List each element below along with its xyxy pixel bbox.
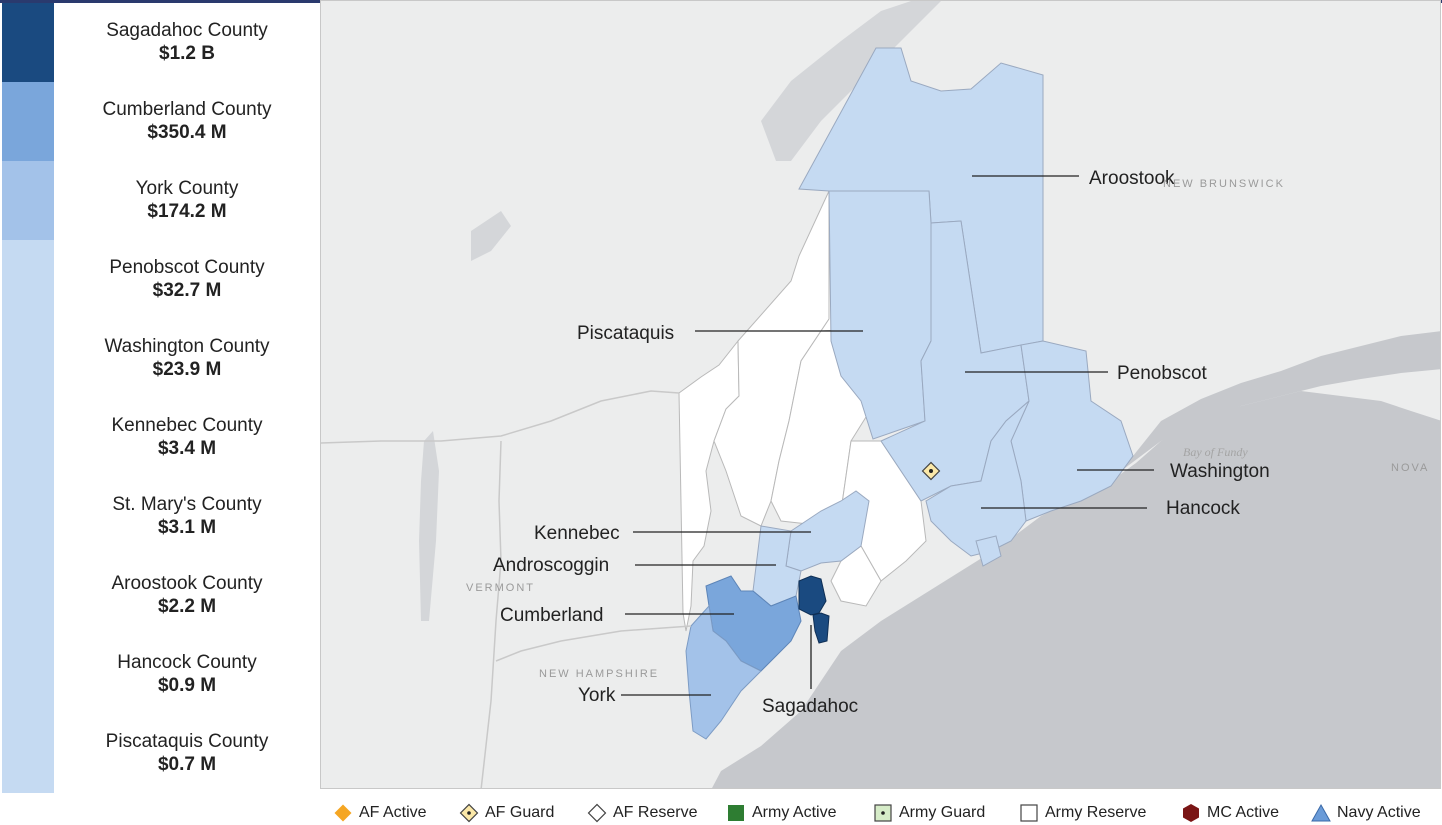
county-name: Piscataquis County <box>105 731 269 752</box>
orange-diamond-icon <box>334 804 352 821</box>
ranking-item[interactable]: Sagadahoc County$1.2 B <box>0 3 320 82</box>
outline-square-icon <box>1020 803 1038 822</box>
blue-triangle-icon <box>1311 803 1331 821</box>
ranking-item[interactable]: Kennebec County$3.4 M <box>0 398 320 477</box>
ranking-item[interactable]: York County$174.2 M <box>0 161 320 240</box>
county-amount: $32.7 M <box>152 280 222 301</box>
legend-item-army-active[interactable]: Army Active <box>725 800 836 825</box>
legend-item-af-active[interactable]: AF Active <box>332 800 427 825</box>
county-amount: $0.9 M <box>157 675 217 696</box>
geo-label-bay-of-fundy: Bay of Fundy <box>1183 445 1248 459</box>
ranking-color-swatch <box>2 3 54 82</box>
county-amount: $2.2 M <box>157 596 217 617</box>
county-name: St. Mary's County <box>112 494 262 515</box>
label-sagadahoc: Sagadahoc <box>762 696 858 717</box>
geo-label-new-hampshire: NEW HAMPSHIRE <box>539 668 659 680</box>
leader-lines <box>621 175 1154 696</box>
county-york[interactable] <box>685 604 762 740</box>
ranking-color-swatch <box>2 714 54 793</box>
red-hexagon-icon <box>1183 803 1199 822</box>
legend-item-army-reserve[interactable]: Army Reserve <box>1018 800 1146 825</box>
ranking-color-swatch <box>2 398 54 477</box>
green-square-icon <box>728 804 744 821</box>
ranking-item[interactable]: Penobscot County$32.7 M <box>0 240 320 319</box>
county-name: Penobscot County <box>109 257 265 278</box>
county-amount: $23.9 M <box>152 359 222 380</box>
legend-item-af-reserve[interactable]: AF Reserve <box>586 800 697 825</box>
lake <box>471 211 511 261</box>
legend-label: Army Guard <box>899 803 986 821</box>
county-amount: $174.2 M <box>147 201 227 222</box>
ranking-color-swatch <box>2 161 54 240</box>
county-name: Kennebec County <box>111 415 263 436</box>
ranking-item[interactable]: St. Mary's County$3.1 M <box>0 477 320 556</box>
lake <box>419 431 439 621</box>
legend-label: Navy Active <box>1337 803 1421 821</box>
dotted-square-icon <box>874 803 892 822</box>
map-view[interactable]: Aroostook Piscataquis Penobscot Washingt… <box>320 0 1441 789</box>
county-name: Sagadahoc County <box>106 20 268 41</box>
geo-label-new-brunswick: NEW BRUNSWICK <box>1163 178 1285 190</box>
county-sagadahoc[interactable] <box>798 575 827 616</box>
ranking-color-swatch <box>2 635 54 714</box>
label-piscataquis: Piscataquis <box>577 323 674 344</box>
legend-item-af-guard[interactable]: AF Guard <box>458 800 554 825</box>
ranking-color-swatch <box>2 82 54 161</box>
county-hancock-island[interactable] <box>975 535 1002 567</box>
county-sagadahoc-south[interactable] <box>812 612 830 644</box>
county-amount: $350.4 M <box>147 122 227 143</box>
county-amount: $3.4 M <box>157 438 217 459</box>
ranking-item[interactable]: Aroostook County$2.2 M <box>0 556 320 635</box>
ranking-color-swatch <box>2 240 54 319</box>
county-amount: $0.7 M <box>157 754 217 775</box>
label-hancock: Hancock <box>1166 498 1240 519</box>
dotted-diamond-icon <box>459 803 479 822</box>
county-hancock[interactable] <box>925 400 1030 557</box>
ocean-water <box>712 391 1440 788</box>
st-lawrence-river <box>761 1 941 161</box>
label-washington: Washington <box>1170 461 1270 482</box>
ranking-color-swatch <box>2 556 54 635</box>
label-penobscot: Penobscot <box>1117 363 1208 384</box>
legend-label: Army Active <box>752 803 837 821</box>
label-cumberland: Cumberland <box>500 605 604 626</box>
map-canvas[interactable]: Aroostook Piscataquis Penobscot Washingt… <box>321 1 1441 789</box>
label-york: York <box>578 685 616 706</box>
county-name: Cumberland County <box>102 99 272 120</box>
legend-item-navy-active[interactable]: Navy Active <box>1310 800 1421 825</box>
county-amount: $3.1 M <box>157 517 217 538</box>
geo-label-vermont: VERMONT <box>466 582 535 594</box>
state-border <box>321 390 680 444</box>
ranking-item[interactable]: Piscataquis County$0.7 M <box>0 714 320 793</box>
legend-item-army-guard[interactable]: Army Guard <box>872 800 985 825</box>
county-name: Hancock County <box>117 652 257 673</box>
legend-label: MC Active <box>1207 803 1280 821</box>
legend-label: Army Reserve <box>1045 803 1147 821</box>
ranking-color-swatch <box>2 319 54 398</box>
ranking-color-swatch <box>2 477 54 556</box>
state-border <box>480 440 502 788</box>
label-kennebec: Kennebec <box>534 523 620 544</box>
legend-label: AF Active <box>359 803 427 821</box>
legend-item-mc-active[interactable]: MC Active <box>1180 800 1279 825</box>
geo-label-nova: NOVA <box>1391 462 1429 474</box>
ranking-item[interactable]: Washington County$23.9 M <box>0 319 320 398</box>
county-amount: $1.2 B <box>159 43 215 64</box>
legend-label: AF Guard <box>485 803 555 821</box>
county-name: Aroostook County <box>111 573 263 594</box>
af-guard-marker[interactable] <box>921 461 941 481</box>
map-legend: AF Active AF Guard AF Reserve Army Activ… <box>332 800 1442 825</box>
bay-of-fundy-water <box>1121 331 1440 471</box>
county-ranking-list: Sagadahoc County$1.2 B Cumberland County… <box>0 3 320 793</box>
ranking-item[interactable]: Hancock County$0.9 M <box>0 635 320 714</box>
state-border <box>495 625 692 662</box>
outline-diamond-icon <box>587 803 607 822</box>
legend-label: AF Reserve <box>613 803 698 821</box>
county-name: York County <box>135 178 239 199</box>
ranking-item[interactable]: Cumberland County$350.4 M <box>0 82 320 161</box>
county-name: Washington County <box>104 336 270 357</box>
label-aroostook: Aroostook <box>1089 168 1175 189</box>
label-androscoggin: Androscoggin <box>493 555 609 576</box>
